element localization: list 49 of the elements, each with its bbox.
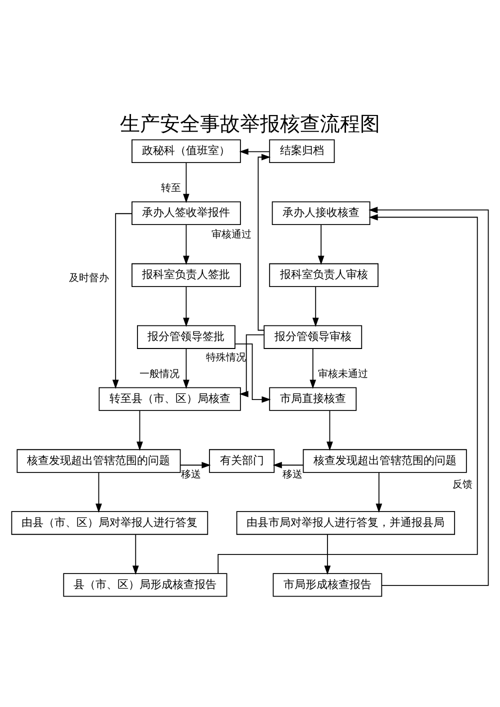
node-box: 结案归档 [269,139,335,164]
node-box: 政秘科（值班室） [132,139,241,164]
arrow [183,162,190,203]
arrow [183,286,190,327]
arrow [312,286,319,327]
node-box: 市局直接核查 [269,387,357,411]
node-box: 报分管领导签批 [137,325,236,349]
edge-label: 反馈 [452,479,472,490]
arrow [239,334,264,398]
arrow [96,472,102,513]
node-box: 承办人签收举报件 [132,201,241,226]
arrow [318,224,324,265]
arrow [272,462,304,468]
edge-label: 移送 [181,470,202,481]
arrow [376,472,382,513]
arrow [218,214,478,574]
arrow [183,348,190,389]
node-box: 核查发现超出管辖范围的问题 [302,449,467,473]
node-box: 报分管领导审核 [264,325,362,349]
diagram-title: 生产安全事故举报核查流程图 [120,111,380,136]
arrow [368,206,489,586]
edge-label: 移送 [282,470,302,481]
edge-label: 转至 [161,183,182,194]
arrow [326,410,333,451]
arrow [239,148,270,155]
arrow [180,462,211,468]
edge-label: 及时督办 [69,273,110,284]
edge-label: 特殊情况 [206,352,246,364]
node-box: 核查发现超出管辖范围的问题 [16,449,181,473]
arrow [234,343,271,403]
arrow [310,348,316,389]
arrow [132,534,139,575]
node-box: 报科室负责人审核 [269,263,378,287]
node-box: 有关部门 [209,449,275,473]
arrow [112,213,132,389]
arrow [136,410,143,451]
edge-label: 审核通过 [212,229,252,240]
arrow [324,534,331,575]
node-box: 市局形成核查报告 [272,573,382,597]
node-box: 县（市、区）局形成核查报告 [63,573,228,597]
arrow [183,224,190,265]
node-box: 由县（市、区）局对举报人进行答复 [11,511,208,535]
node-box: 承办人接收核查 [272,201,370,226]
node-box: 报科室负责人签批 [132,263,241,287]
arrow [258,154,271,331]
edge-label: 一般情况 [140,369,180,380]
node-box: 由县市局对举报人进行答复，并通报县局 [236,511,456,535]
edge-label: 审核未通过 [318,369,368,380]
node-box: 转至县（市、区）局核查 [98,387,241,411]
